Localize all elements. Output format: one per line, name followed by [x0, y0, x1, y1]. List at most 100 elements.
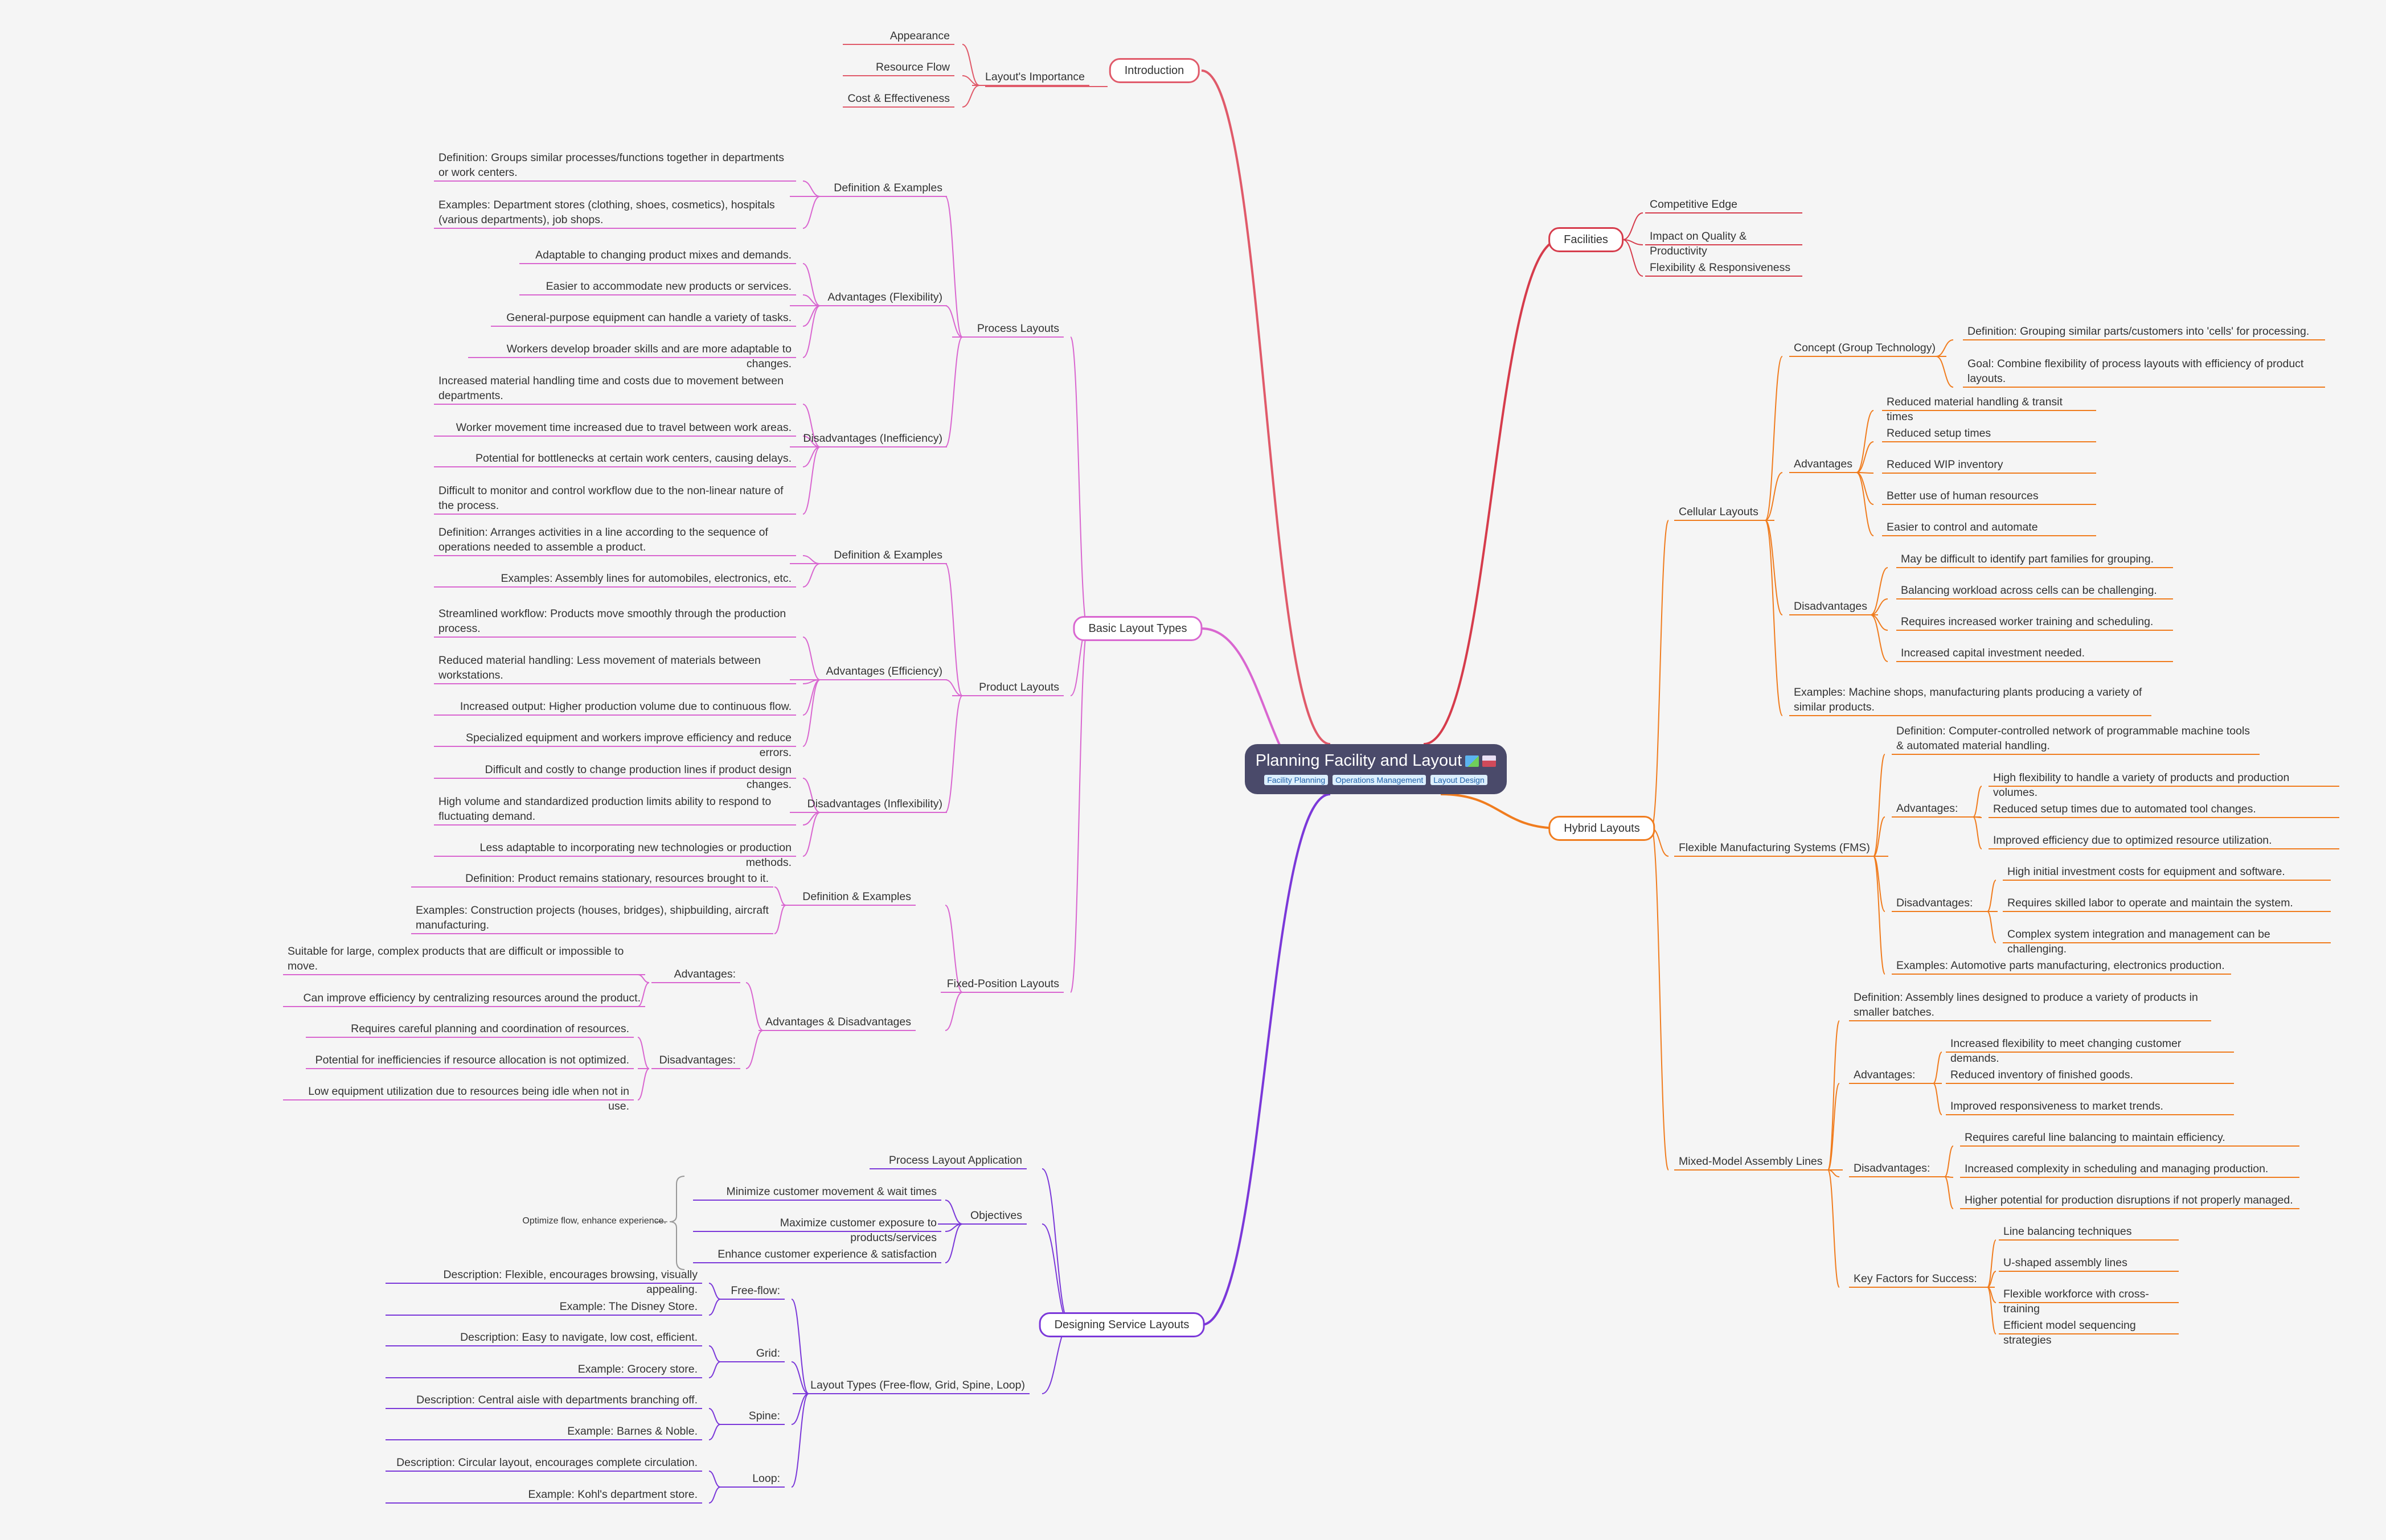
node-hybrid-item[interactable]: Line balancing techniques	[2003, 1225, 2132, 1238]
node-basic-item[interactable]: Can improve efficiency by centralizing r…	[303, 992, 641, 1004]
node-sub[interactable]: Disadvantages:	[1896, 897, 1973, 909]
node-hybrid-item[interactable]: Goal: Combine flexibility of process lay…	[1967, 358, 2304, 385]
node-type[interactable]: Spine:	[748, 1410, 780, 1422]
node-hybrid-item[interactable]: Easier to control and automate	[1887, 521, 2038, 533]
node-type-item[interactable]: Example: The Disney Store.	[559, 1300, 698, 1313]
node-importance-item[interactable]: Cost & Effectiveness	[847, 92, 950, 105]
node-mixed-definition[interactable]: Definition: Assembly lines designed to p…	[1854, 991, 2198, 1019]
tag-operations-management[interactable]: Operations Management	[1333, 775, 1426, 785]
node-hybrid-item[interactable]: Flexible workforce with cross-training	[2003, 1288, 2149, 1315]
node-sub[interactable]: Advantages:	[1854, 1069, 1916, 1081]
node-hybrid-item[interactable]: U-shaped assembly lines	[2003, 1256, 2127, 1269]
node-layout-importance[interactable]: Layout's Importance	[985, 71, 1085, 83]
node-hybrid-item[interactable]: Complex system integration and managemen…	[2007, 928, 2270, 955]
node-basic-item[interactable]: Examples: Construction projects (houses,…	[416, 904, 769, 931]
node-objective-item[interactable]: Minimize customer movement & wait times	[726, 1185, 937, 1198]
tag-facility-planning[interactable]: Facility Planning	[1264, 775, 1329, 785]
node-basic-item[interactable]: Reduced material handling: Less movement…	[438, 654, 761, 681]
node-basic-item[interactable]: Less adaptable to incorporating new tech…	[479, 841, 792, 869]
node-service-types[interactable]: Layout Types (Free-flow, Grid, Spine, Lo…	[810, 1379, 1025, 1391]
node-basic-item[interactable]: Specialized equipment and workers improv…	[466, 732, 792, 759]
node-basic-item[interactable]: High volume and standardized production …	[438, 795, 772, 823]
node-hybrid-item[interactable]: High initial investment costs for equipm…	[2007, 865, 2285, 878]
node-type[interactable]: Free-flow:	[731, 1284, 780, 1297]
node-sub[interactable]: Advantages (Efficiency)	[826, 665, 943, 677]
node-hybrid-item[interactable]: Balancing workload across cells can be c…	[1901, 584, 2157, 597]
node-service-layouts[interactable]: Designing Service Layouts	[1039, 1312, 1205, 1337]
node-basic-item[interactable]: Suitable for large, complex products tha…	[288, 945, 624, 972]
node-hybrid-item[interactable]: Reduced inventory of finished goods.	[1950, 1069, 2133, 1081]
node-fms-examples[interactable]: Examples: Automotive parts manufacturing…	[1896, 959, 2225, 972]
node-basic-layout-types[interactable]: Basic Layout Types	[1073, 616, 1203, 641]
node-type-item[interactable]: Description: Central aisle with departme…	[416, 1394, 698, 1406]
node-basic-item[interactable]: Definition: Product remains stationary, …	[465, 872, 769, 885]
node-hybrid-item[interactable]: Increased capital investment needed.	[1901, 647, 2085, 659]
node-type-item[interactable]: Example: Kohl's department store.	[528, 1488, 698, 1501]
node-hybrid-item[interactable]: May be difficult to identify part famili…	[1901, 553, 2154, 565]
node-objective-item[interactable]: Maximize customer exposure to products/s…	[780, 1217, 937, 1244]
node-sub[interactable]: Disadvantages:	[659, 1054, 736, 1066]
node-basic-item[interactable]: Difficult and costly to change productio…	[485, 763, 792, 791]
node-type-item[interactable]: Description: Easy to navigate, low cost,…	[460, 1331, 698, 1344]
node-objective-item[interactable]: Enhance customer experience & satisfacti…	[718, 1248, 937, 1260]
node-type[interactable]: Loop:	[752, 1472, 780, 1485]
node-introduction[interactable]: Introduction	[1109, 58, 1200, 83]
node-hybrid-item[interactable]: Increased flexibility to meet changing c…	[1950, 1037, 2182, 1065]
node-basic-item[interactable]: Easier to accommodate new products or se…	[546, 280, 792, 293]
node-basic-item[interactable]: Definition: Groups similar processes/fun…	[438, 151, 784, 179]
node-type-item[interactable]: Example: Barnes & Noble.	[567, 1425, 698, 1438]
node-importance-item[interactable]: Appearance	[889, 30, 950, 42]
node-sub[interactable]: Disadvantages	[1794, 600, 1867, 613]
node-hybrid-item[interactable]: Requires careful line balancing to maint…	[1965, 1131, 2225, 1144]
node-fms[interactable]: Flexible Manufacturing Systems (FMS)	[1679, 841, 1870, 854]
node-service-application[interactable]: Process Layout Application	[888, 1154, 1022, 1167]
node-basic-item[interactable]: Low equipment utilization due to resourc…	[308, 1085, 629, 1112]
node-type-item[interactable]: Description: Circular layout, encourages…	[396, 1456, 698, 1469]
node-fms-definition[interactable]: Definition: Computer-controlled network …	[1896, 725, 2250, 752]
node-basic-item[interactable]: General-purpose equipment can handle a v…	[506, 311, 792, 324]
node-mixed-model[interactable]: Mixed-Model Assembly Lines	[1679, 1155, 1823, 1168]
node-basic-item[interactable]: Workers develop broader skills and are m…	[506, 343, 792, 370]
node-facilities-item[interactable]: Flexibility & Responsiveness	[1650, 261, 1791, 274]
node-basic-item[interactable]: Increased material handling time and cos…	[438, 375, 784, 402]
node-hybrid-layouts[interactable]: Hybrid Layouts	[1548, 816, 1655, 841]
node-basic-item[interactable]: Examples: Department stores (clothing, s…	[438, 199, 775, 226]
node-sub[interactable]: Definition & Examples	[802, 890, 911, 903]
node-hybrid-item[interactable]: Reduced setup times	[1887, 427, 1991, 440]
node-hybrid-item[interactable]: High flexibility to handle a variety of …	[1993, 771, 2290, 799]
node-basic-item[interactable]: Requires careful planning and coordinati…	[351, 1022, 629, 1035]
node-hybrid-item[interactable]: Reduced material handling & transit time…	[1887, 396, 2063, 423]
node-hybrid-item[interactable]: Improved efficiency due to optimized res…	[1993, 834, 2272, 847]
node-hybrid-item[interactable]: Reduced WIP inventory	[1887, 458, 2003, 471]
tag-layout-design[interactable]: Layout Design	[1430, 775, 1487, 785]
node-facilities-item[interactable]: Impact on Quality & Productivity	[1650, 230, 1747, 257]
node-cellular-examples[interactable]: Examples: Machine shops, manufacturing p…	[1794, 686, 2142, 713]
node-basic-item[interactable]: Adaptable to changing product mixes and …	[535, 249, 792, 261]
node-sub[interactable]: Key Factors for Success:	[1854, 1272, 1977, 1285]
node-facilities[interactable]: Facilities	[1548, 227, 1624, 252]
node-basic-item[interactable]: Difficult to monitor and control workflo…	[438, 484, 784, 512]
node-hybrid-item[interactable]: Requires skilled labor to operate and ma…	[2007, 897, 2293, 909]
node-hybrid-item[interactable]: Definition: Grouping similar parts/custo…	[1967, 325, 2310, 338]
node-hybrid-item[interactable]: Higher potential for production disrupti…	[1965, 1194, 2293, 1206]
node-hybrid-item[interactable]: Better use of human resources	[1887, 490, 2039, 502]
node-sub[interactable]: Disadvantages (Inflexibility)	[807, 798, 942, 810]
node-sub[interactable]: Definition & Examples	[834, 182, 942, 194]
node-basic-item[interactable]: Streamlined workflow: Products move smoo…	[438, 607, 786, 635]
node-sub[interactable]: Advantages:	[674, 968, 736, 980]
node-basic-item[interactable]: Potential for bottlenecks at certain wor…	[475, 452, 792, 465]
node-facilities-item[interactable]: Competitive Edge	[1650, 198, 1737, 211]
node-sub[interactable]: Concept (Group Technology)	[1794, 342, 1936, 354]
node-product[interactable]: Product Layouts	[979, 681, 1059, 693]
node-sub[interactable]: Advantages:	[1896, 802, 1958, 815]
node-sub[interactable]: Disadvantages:	[1854, 1162, 1930, 1174]
node-hybrid-item[interactable]: Efficient model sequencing strategies	[2003, 1319, 2136, 1346]
node-basic-item[interactable]: Definition: Arranges activities in a lin…	[438, 526, 768, 553]
node-hybrid-item[interactable]: Requires increased worker training and s…	[1901, 615, 2154, 628]
node-fixed-position[interactable]: Fixed-Position Layouts	[946, 978, 1059, 990]
node-basic-item[interactable]: Increased output: Higher production volu…	[460, 700, 792, 713]
node-sub[interactable]: Disadvantages (Inefficiency)	[803, 432, 942, 445]
node-service-objectives[interactable]: Objectives	[970, 1209, 1022, 1222]
node-cellular[interactable]: Cellular Layouts	[1679, 506, 1758, 518]
